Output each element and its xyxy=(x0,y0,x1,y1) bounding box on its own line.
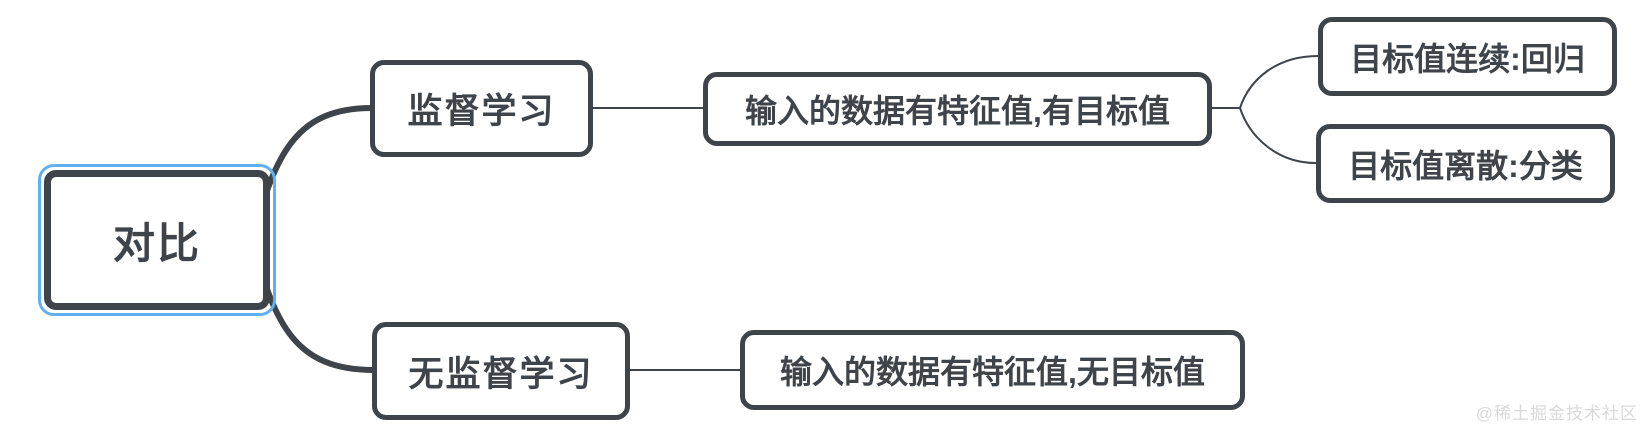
node-unsupervised-detail[interactable]: 输入的数据有特征值,无目标值 xyxy=(740,330,1245,410)
node-target-discrete-classification[interactable]: 目标值离散:分类 xyxy=(1316,124,1615,203)
root-node-selection-ring: 对比 xyxy=(38,164,276,316)
edge-fork-to-classification xyxy=(1239,107,1317,164)
edge-fork-to-regression xyxy=(1239,55,1319,109)
watermark-juejin-community: @稀土掘金技术社区 xyxy=(1475,404,1638,423)
node-supervised-detail[interactable]: 输入的数据有特征值,有目标值 xyxy=(703,72,1212,146)
root-node-compare[interactable]: 对比 xyxy=(44,170,270,310)
node-supervised-learning[interactable]: 监督学习 xyxy=(370,60,593,157)
node-unsupervised-learning[interactable]: 无监督学习 xyxy=(372,322,630,420)
node-target-continuous-regression[interactable]: 目标值连续:回归 xyxy=(1318,17,1617,96)
